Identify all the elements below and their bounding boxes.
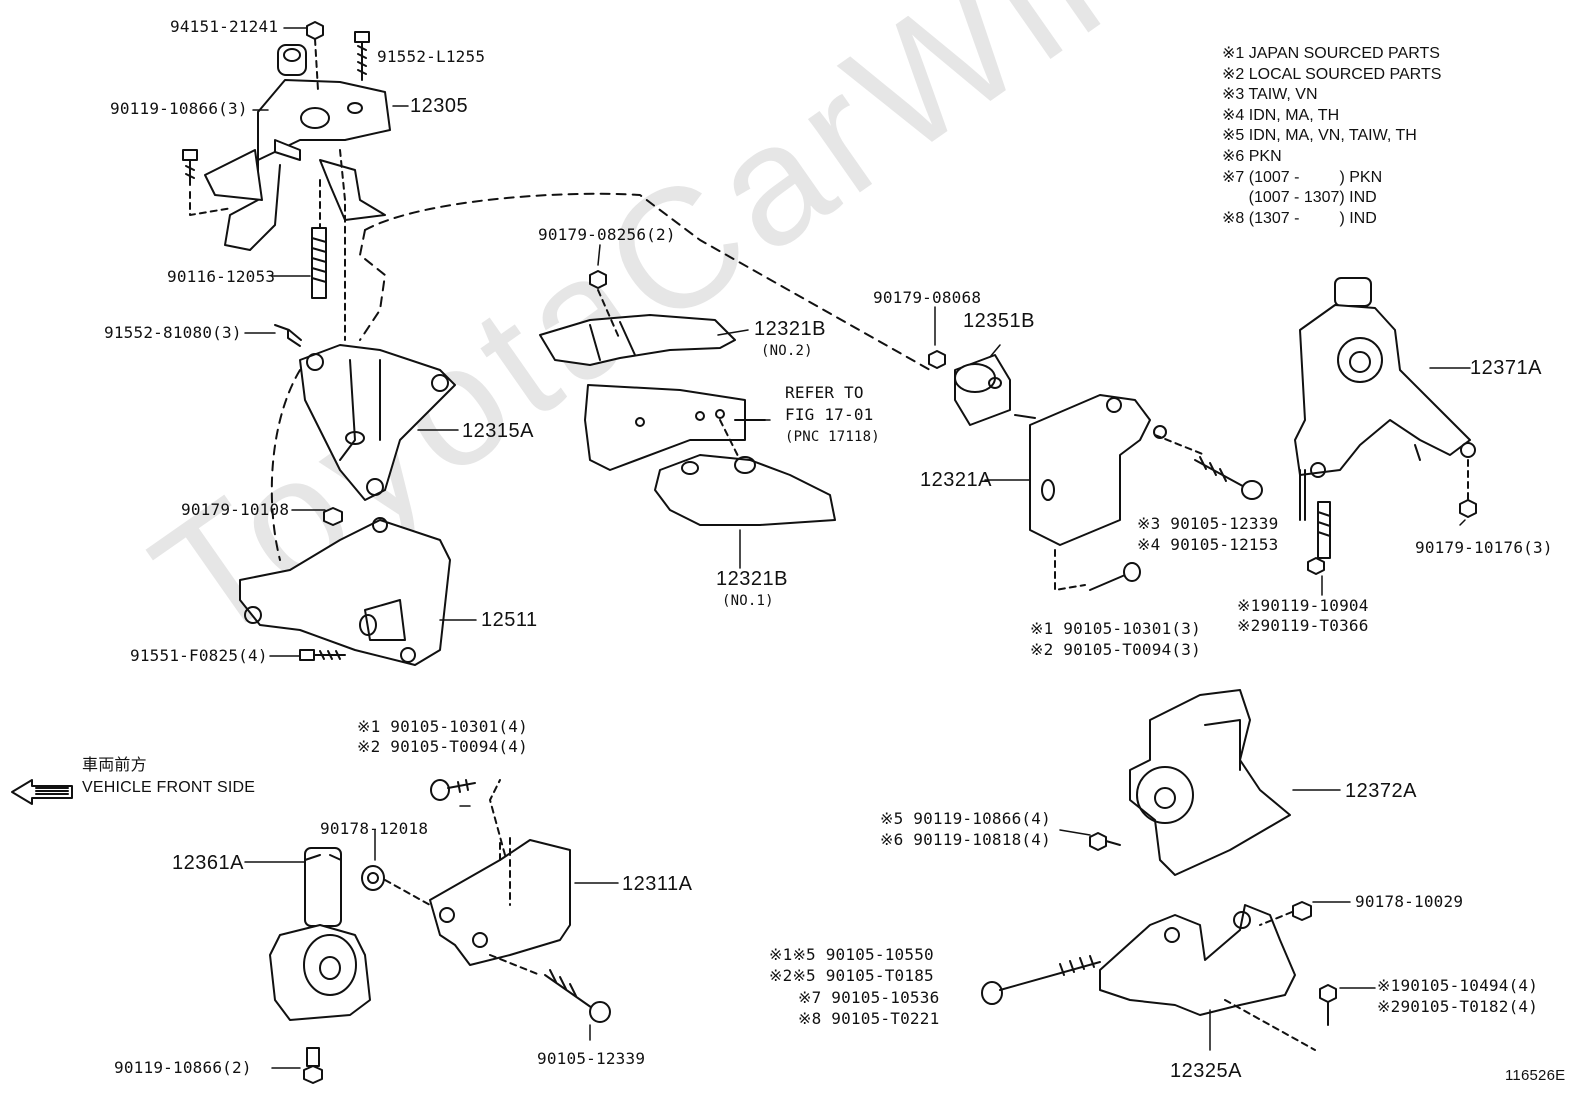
- part-label[interactable]: 12315A: [462, 420, 534, 442]
- fasteners-12371A: [1307, 459, 1477, 575]
- bolt-90105-10301-left: [430, 779, 476, 801]
- bracket-12511: [239, 517, 451, 666]
- part-label[interactable]: 12351B: [963, 310, 1035, 332]
- part-label[interactable]: ※7 90105-10536: [798, 988, 940, 1007]
- footnotes: ※1 JAPAN SOURCED PARTS ※2 LOCAL SOURCED …: [1222, 44, 1441, 229]
- part-label[interactable]: ※4 90105-12153: [1137, 535, 1279, 554]
- part-label[interactable]: 90178-12018: [320, 819, 429, 838]
- footnote: ※3 TAIW, VN: [1222, 86, 1318, 104]
- footnote: (1007 - 1307) IND: [1222, 189, 1377, 207]
- bracket-12311A: [429, 779, 571, 966]
- part-label[interactable]: 12372A: [1345, 780, 1417, 802]
- engine-mount-12361A: [269, 847, 371, 1021]
- part-label[interactable]: 90119-10866(2): [114, 1058, 252, 1077]
- part-label[interactable]: 90179-10176(3): [1415, 538, 1553, 557]
- engine-mount-12372A: [1129, 689, 1291, 876]
- bolt-90105-10494: [1319, 984, 1337, 1026]
- refer-line-2: FIG 17-01: [785, 405, 874, 424]
- part-label[interactable]: ※1 90105-10301(3): [1030, 619, 1201, 638]
- bracket-12321A: [1014, 394, 1206, 591]
- part-label[interactable]: 12361A: [172, 852, 244, 874]
- figure-id: 116526E: [1505, 1067, 1566, 1084]
- part-label[interactable]: ※2 90105-T0094(3): [1030, 640, 1201, 659]
- nut-90178-10029: [1259, 901, 1312, 926]
- heat-shield-12321B-no1: [654, 454, 836, 526]
- bracket-12325A: [1099, 904, 1316, 1051]
- engine-mount-12305: [204, 44, 391, 251]
- part-label[interactable]: ※3 90105-12339: [1137, 514, 1279, 533]
- part-label[interactable]: 90179-10108: [181, 500, 290, 519]
- footnote: ※6 PKN: [1222, 147, 1282, 165]
- bolt-90119-10866-right: [1089, 832, 1121, 851]
- vehicle-front-jp: 車両前方: [82, 757, 147, 774]
- engine-mount-12371A: [1294, 277, 1476, 521]
- bushing-12351B: [928, 350, 1011, 426]
- part-label[interactable]: 12371A: [1470, 357, 1542, 379]
- part-label[interactable]: ※1 90105-10301(4): [357, 717, 528, 736]
- part-label[interactable]: ※8 90105-T0221: [798, 1009, 940, 1028]
- part-label[interactable]: 91551-F0825(4): [130, 646, 268, 665]
- part-label[interactable]: 91552-L1255: [377, 47, 486, 66]
- part-label[interactable]: ※290119-T0366: [1237, 616, 1369, 635]
- part-label[interactable]: ※290105-T0182(4): [1377, 997, 1539, 1016]
- part-label[interactable]: 12321A: [920, 469, 992, 491]
- part-label[interactable]: ※190105-10494(4): [1377, 976, 1539, 995]
- part-label[interactable]: 91552-81080(3): [104, 323, 242, 342]
- part-label[interactable]: 90179-08068: [873, 288, 982, 307]
- bolt-91551-F0825: [299, 649, 346, 661]
- part-label[interactable]: ※6 90119-10818(4): [880, 830, 1051, 849]
- part-label[interactable]: ※2※5 90105-T0185: [769, 966, 934, 985]
- footnote: ※5 IDN, MA, VN, TAIW, TH: [1222, 127, 1417, 145]
- refer-line-1: REFER TO: [785, 383, 864, 402]
- footnote: ※7 (1007 - ) PKN: [1222, 168, 1383, 186]
- leader-lines: [244, 27, 1471, 1069]
- bolt-90105-12339-bottom: [489, 954, 611, 1023]
- part-label[interactable]: ※5 90119-10866(4): [880, 809, 1051, 828]
- part-label[interactable]: 12321B: [754, 318, 826, 340]
- footnote: ※2 LOCAL SOURCED PARTS: [1222, 65, 1442, 83]
- part-label[interactable]: 90105-12339: [537, 1049, 646, 1068]
- routing-dash-line: [270, 369, 301, 561]
- fasteners-12305: [182, 21, 370, 347]
- routing-dash-line: [364, 192, 931, 371]
- footnote: ※4 IDN, MA, TH: [1222, 106, 1340, 124]
- bolt-90105-10550: [981, 955, 1101, 1005]
- bolt-90105-10301-mid: [1089, 562, 1141, 591]
- vehicle-front-en: VEHICLE FRONT SIDE: [82, 779, 256, 796]
- part-label[interactable]: 90179-08256(2): [538, 225, 676, 244]
- part-label[interactable]: 94151-21241: [170, 17, 279, 36]
- part-label[interactable]: ※2 90105-T0094(4): [357, 737, 528, 756]
- refer-line-3: (PNC 17118): [785, 429, 880, 445]
- bolt-90105-12339-right: [1194, 456, 1263, 500]
- bolt-90119-10866-bottom: [303, 1047, 323, 1084]
- footnote: ※1 JAPAN SOURCED PARTS: [1222, 45, 1440, 62]
- part-label[interactable]: 90116-12053: [167, 267, 276, 286]
- part-label-note: (NO.1): [722, 593, 774, 609]
- part-label[interactable]: 12325A: [1170, 1060, 1242, 1082]
- routing-dash-line: [359, 229, 386, 341]
- part-label[interactable]: 12311A: [622, 873, 693, 895]
- part-label[interactable]: 12321B: [716, 568, 788, 590]
- part-label-note: (NO.2): [761, 343, 813, 359]
- part-label[interactable]: 90178-10029: [1355, 892, 1464, 911]
- bracket-12315A: [299, 344, 456, 501]
- heat-shield-12321B-no2: [539, 270, 736, 366]
- nut-90178-12018: [361, 865, 431, 906]
- part-label[interactable]: ※190119-10904: [1237, 596, 1369, 615]
- part-label[interactable]: 12511: [481, 609, 538, 631]
- vehicle-front-arrow-icon: [11, 779, 73, 805]
- part-label[interactable]: ※1※5 90105-10550: [769, 945, 934, 964]
- part-label[interactable]: 12305: [410, 95, 469, 117]
- footnote: ※8 (1307 - ) IND: [1222, 209, 1377, 227]
- nut-90179-10108: [323, 507, 343, 526]
- part-label[interactable]: 90119-10866(3): [110, 99, 248, 118]
